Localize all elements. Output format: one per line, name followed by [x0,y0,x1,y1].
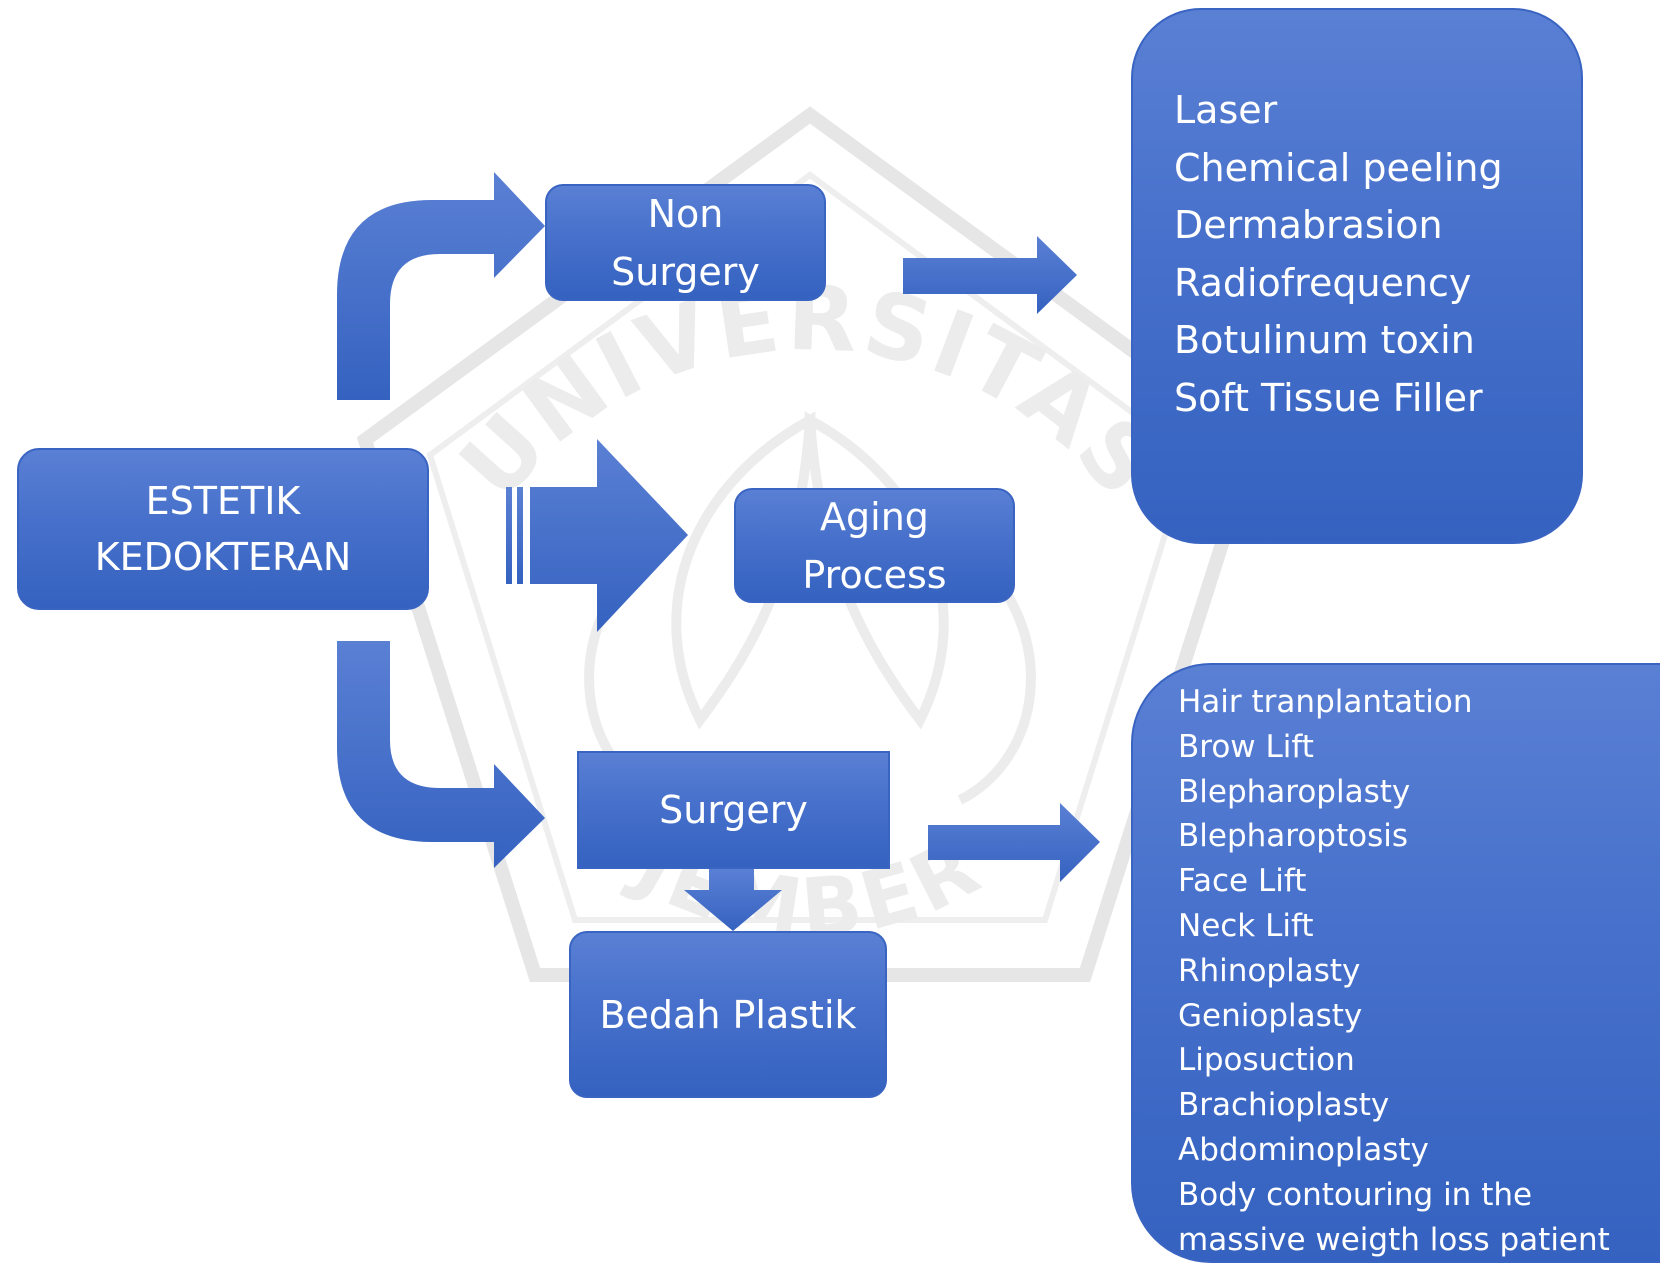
surgery-procedures-list: Hair tranplantation Brow Lift Blepharopl… [1131,663,1660,1263]
list-item: Hair tranplantation [1178,684,1473,720]
list-item: Body contouring in the [1178,1176,1533,1213]
list-item: Soft Tissue Filler [1174,375,1483,420]
node-label-line: Aging [820,494,929,539]
list-item: Blepharoplasty [1178,773,1411,810]
striped-arrow-to-aging [506,439,688,632]
list-item: Liposuction [1178,1042,1355,1079]
node-label-line: Non [647,191,724,236]
node-label-line: Surgery [611,249,760,294]
node-bedah-plastik: Bedah Plastik [569,931,887,1098]
list-item: Dermabrasion [1174,203,1443,247]
node-aging-process: Aging Process [734,488,1015,603]
list-item: Radiofrequency [1174,260,1472,305]
list-item: Brow Lift [1178,728,1314,765]
list-item: Blepharoptosis [1178,818,1409,855]
list-item: Genioplasty [1178,997,1363,1034]
node-label-line: Process [802,552,947,597]
list-item: massive weigth loss patient [1178,1221,1610,1258]
list-item: Face Lift [1178,863,1307,900]
list-item: Rhinoplasty [1178,952,1361,989]
list-item: Botulinum toxin [1174,318,1475,362]
list-item: Neck Lift [1178,907,1314,944]
list-item: Chemical peeling [1174,145,1503,190]
node-label-line: KEDOKTERAN [94,535,352,579]
arrow-surgery-to-bedah [684,869,782,931]
node-label-line: Bedah Plastik [599,992,857,1037]
arrow-non-surgery-to-list [903,236,1077,314]
node-surgery: Surgery [577,751,890,869]
list-item: Brachioplasty [1178,1087,1390,1124]
non-surgery-procedures-list: Laser Chemical peeling Dermabrasion Radi… [1131,8,1583,544]
list-item: Abdominoplasty [1178,1131,1429,1168]
arrow-surgery-to-list [928,803,1100,882]
node-estetik-kedokteran: ESTETIK KEDOKTERAN [17,448,429,610]
node-non-surgery: Non Surgery [545,184,826,301]
node-label-line: ESTETIK [145,479,301,523]
list-item: Laser [1174,88,1278,132]
bent-arrow-to-non-surgery [337,172,545,400]
bent-arrow-to-surgery [337,641,545,868]
node-label-line: Surgery [659,788,808,832]
